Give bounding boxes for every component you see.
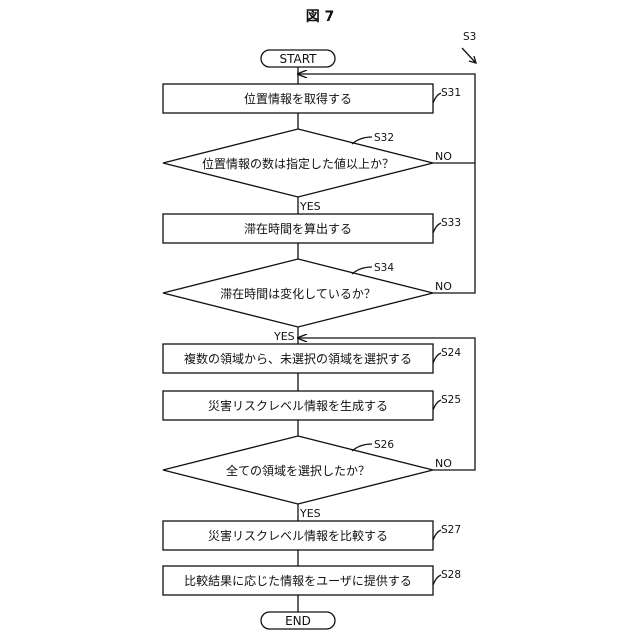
step-label-leader-s31 [433, 93, 441, 103]
decision-text-s34: 滞在時間は変化しているか？ [220, 286, 376, 301]
step-label-s33: S33 [441, 217, 461, 229]
step-label-s26: S26 [374, 439, 394, 451]
branch-no-s32: NO [435, 150, 452, 163]
step-label-s25: S25 [441, 394, 461, 406]
process-text-s24: 複数の領域から、未選択の領域を選択する [184, 351, 412, 366]
step-label-leader-s27 [433, 530, 441, 540]
branch-yes-s32: YES [299, 200, 321, 213]
branch-yes-s34: YES [273, 330, 295, 343]
decision-text-s32: 位置情報の数は指定した値以上か？ [202, 156, 394, 171]
branch-no-s26: NO [435, 457, 452, 470]
step-label-leader-s24 [433, 353, 441, 363]
start-terminal-label: START [279, 52, 317, 66]
step-label-s34: S34 [374, 262, 394, 274]
branch-no-s34: NO [435, 280, 452, 293]
process-text-s33: 滞在時間を算出する [244, 221, 352, 236]
decision-text-s26: 全ての領域を選択したか？ [226, 463, 370, 478]
step-label-s32: S32 [374, 132, 394, 144]
figure-reference-arrow [462, 48, 475, 62]
step-label-s31: S31 [441, 87, 461, 99]
figure-title: 図 7 [306, 9, 335, 25]
end-terminal-label: END [285, 614, 311, 628]
step-label-s28: S28 [441, 569, 461, 581]
process-text-s27: 災害リスクレベル情報を比較する [208, 528, 388, 543]
step-label-s27: S27 [441, 524, 461, 536]
process-text-s28: 比較結果に応じた情報をユーザに提供する [184, 573, 412, 588]
figure-reference-label: S3 [463, 31, 476, 43]
step-label-s24: S24 [441, 347, 461, 359]
process-text-s25: 災害リスクレベル情報を生成する [208, 398, 388, 413]
step-label-leader-s28 [433, 575, 441, 585]
step-label-leader-s25 [433, 400, 441, 410]
process-text-s31: 位置情報を取得する [244, 91, 352, 106]
branch-yes-s26: YES [299, 507, 321, 520]
step-label-leader-s33 [433, 223, 441, 233]
